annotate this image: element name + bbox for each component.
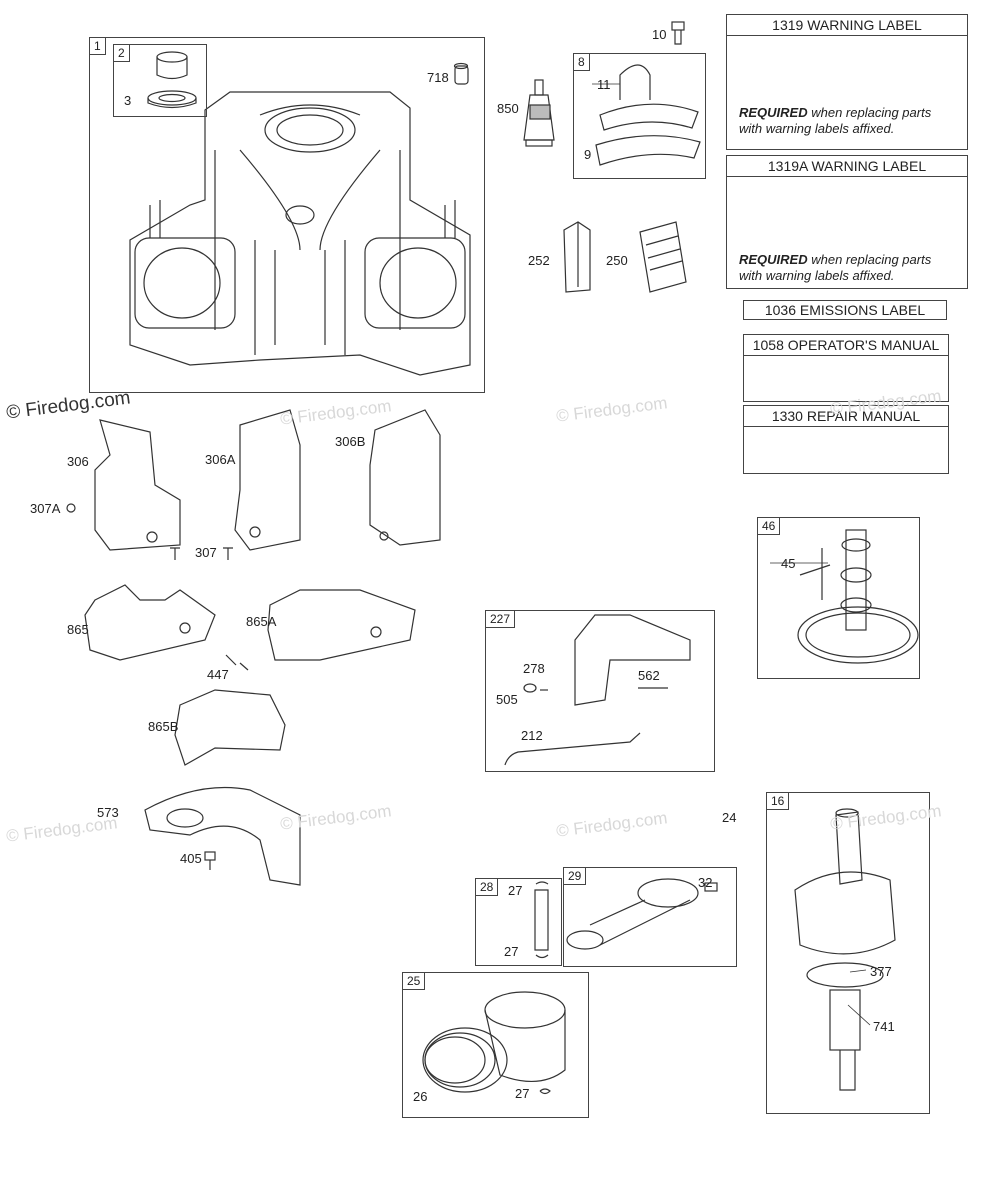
shroud-306-drawing <box>94 419 181 551</box>
part-label-865: 865 <box>67 622 89 637</box>
card-1319-required-line2: with warning labels affixed. <box>739 121 895 136</box>
part-label-27-piston: 27 <box>515 1086 530 1101</box>
box-number-2: 2 <box>114 45 130 62</box>
piston-box: 25 <box>402 972 589 1118</box>
connecting-rod-drawing <box>566 878 718 950</box>
breather-box: 8 <box>573 53 706 179</box>
card-1319a-required-line2: with warning labels affixed. <box>739 268 895 283</box>
part-label-505: 505 <box>496 692 518 707</box>
part-label-562: 562 <box>638 668 660 683</box>
part-label-252: 252 <box>528 253 550 268</box>
dowel-drawing <box>453 62 469 85</box>
box-number-28: 28 <box>476 879 499 896</box>
part-label-865b: 865B <box>148 719 179 734</box>
bushing-seal-drawing <box>147 51 197 109</box>
part-label-307: 307 <box>195 545 217 560</box>
part-label-573: 573 <box>97 805 119 820</box>
card-1319-required-rest: when replacing parts <box>807 105 932 120</box>
box-number-29: 29 <box>564 868 587 885</box>
card-1319a-warning-label: 1319A WARNING LABEL REQUIRED when replac… <box>726 155 968 289</box>
sticker-warning-text: WARNING <box>811 45 850 54</box>
screw-307a-drawing <box>66 503 76 513</box>
part-label-405: 405 <box>180 851 202 866</box>
part-label-3: 3 <box>124 93 132 108</box>
leader-lines <box>592 83 871 1026</box>
part-label-24: 24 <box>722 810 737 825</box>
part-label-278: 278 <box>523 661 545 676</box>
card-1319-required-bold: REQUIRED <box>739 105 808 120</box>
part-label-306: 306 <box>67 454 89 469</box>
card-1319-required-note: REQUIRED when replacing parts with warni… <box>727 105 931 137</box>
breather-drawing <box>595 64 701 166</box>
part-label-447: 447 <box>207 667 229 682</box>
part-label-11: 11 <box>597 77 611 92</box>
part-label-27-bottom: 27 <box>504 944 519 959</box>
crankshaft-box: 16 <box>766 792 930 1114</box>
filter-252-drawing <box>563 221 591 293</box>
part-label-306a: 306A <box>205 452 236 467</box>
baffle-865b-drawing <box>174 689 286 766</box>
screw-405-drawing <box>204 851 216 870</box>
baffle-865a-drawing <box>267 589 416 661</box>
connecting-rod-box: 29 <box>563 867 737 967</box>
shroud-306b-drawing <box>369 409 441 546</box>
filter-250-drawing <box>639 221 687 293</box>
box-number-25: 25 <box>403 973 426 990</box>
card-1036-emissions-label: 1036 EMISSIONS LABEL <box>743 300 947 320</box>
shroud-306a-drawing <box>234 409 301 551</box>
piston-pin-drawing <box>534 881 549 959</box>
screw-10-drawing <box>671 21 685 45</box>
card-1058-operators-manual: 1058 OPERATOR'S MANUAL <box>743 334 949 402</box>
box-number-46: 46 <box>758 518 781 535</box>
part-label-307a: 307A <box>30 501 61 516</box>
card-1319-title: 1319 WARNING LABEL <box>727 15 967 36</box>
part-label-32: 32 <box>698 875 713 890</box>
part-label-865a: 865A <box>246 614 277 629</box>
camshaft-drawing <box>797 529 919 664</box>
card-1319-warning-label: 1319 WARNING LABEL WARNING REQUIRED when… <box>726 14 968 150</box>
part-label-212: 212 <box>521 728 543 743</box>
part-label-27-top: 27 <box>508 883 523 898</box>
card-1330-repair-manual: 1330 REPAIR MANUAL <box>743 405 949 474</box>
governor-box: 227 <box>485 610 715 772</box>
card-1319a-title: 1319A WARNING LABEL <box>727 156 967 177</box>
part-label-718: 718 <box>427 70 449 85</box>
baffle-865-drawing <box>84 584 216 661</box>
part-label-9: 9 <box>584 147 592 162</box>
part-label-306b: 306B <box>335 434 366 449</box>
card-1330-title: 1330 REPAIR MANUAL <box>744 406 948 427</box>
part-label-741: 741 <box>873 1019 895 1034</box>
part-label-10: 10 <box>652 27 667 42</box>
piston-pin-box: 28 <box>475 878 562 966</box>
part-label-377: 377 <box>870 964 892 979</box>
camshaft-box: 46 <box>757 517 920 679</box>
part-label-250: 250 <box>606 253 628 268</box>
part-label-45: 45 <box>781 556 796 571</box>
box-number-227: 227 <box>486 611 516 628</box>
crankshaft-drawing <box>794 808 896 1091</box>
backplate-573-drawing <box>144 786 301 886</box>
screw-307-drawing <box>170 547 233 560</box>
card-1319a-required-note: REQUIRED when replacing parts with warni… <box>727 252 931 284</box>
governor-drawing <box>504 614 691 766</box>
box-number-16: 16 <box>767 793 790 810</box>
box-number-1: 1 <box>90 38 106 55</box>
bushing-seal-box: 2 <box>113 44 207 117</box>
card-1058-title: 1058 OPERATOR'S MANUAL <box>744 335 948 356</box>
screw-447-drawing <box>225 654 249 671</box>
card-1319a-required-bold: REQUIRED <box>739 252 808 267</box>
part-label-850: 850 <box>497 101 519 116</box>
piston-drawing <box>422 991 566 1095</box>
box-number-8: 8 <box>574 54 590 71</box>
engine-block-box: 1 <box>89 37 485 393</box>
card-1319a-required-rest: when replacing parts <box>807 252 932 267</box>
engine-block-drawing <box>129 91 471 376</box>
part-label-26: 26 <box>413 1089 428 1104</box>
sealant-tube-drawing <box>523 79 555 147</box>
